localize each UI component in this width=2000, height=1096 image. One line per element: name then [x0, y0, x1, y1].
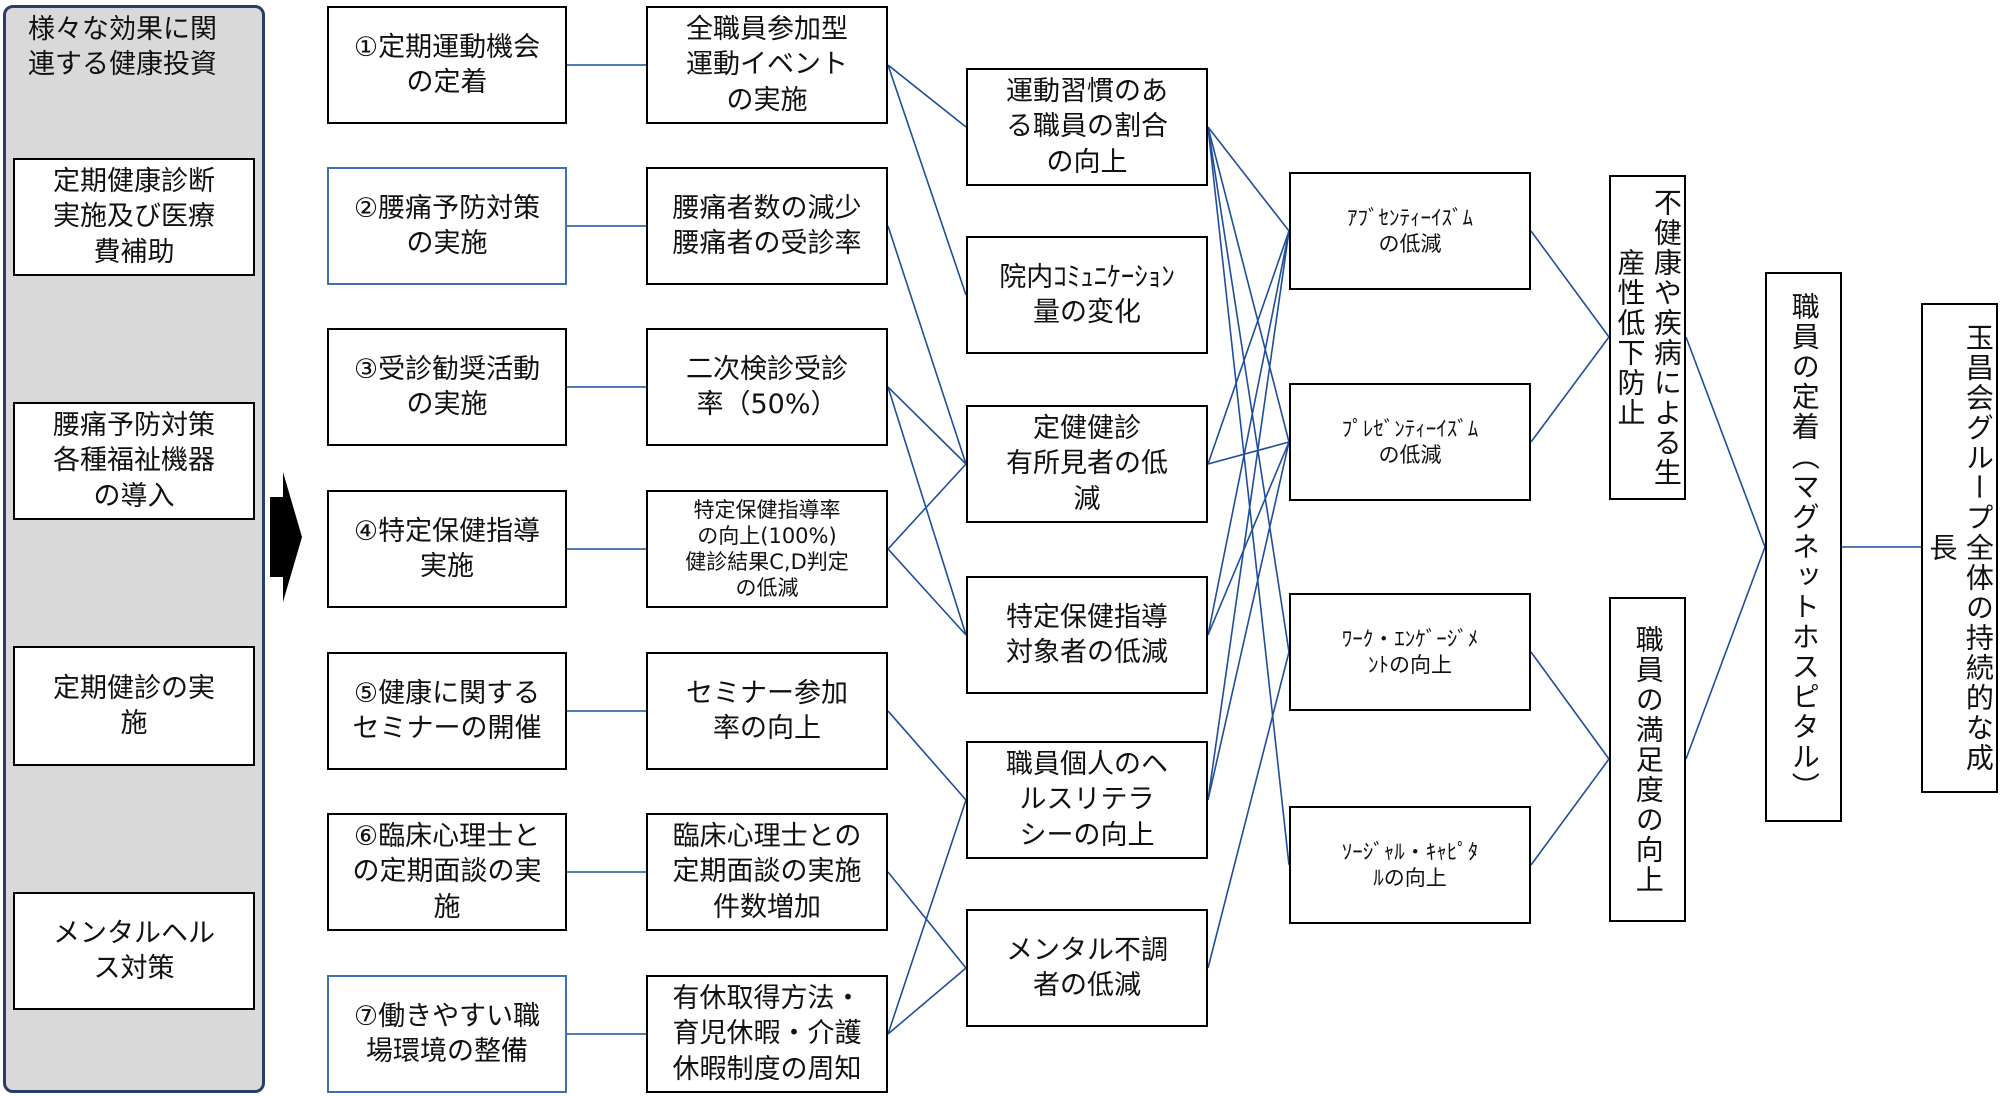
outcome-box: 運動習慣のあ る職員の割合 の向上 — [966, 68, 1208, 186]
connector-line — [1530, 230, 1610, 338]
measure-box: ④特定保健指導 実施 — [327, 490, 567, 608]
outcome-box: 定健健診 有所見者の低 減 — [966, 405, 1208, 523]
final-goal-box: 玉昌会グループ全体の持続的な成長 — [1921, 303, 1998, 793]
left-item-health-checkup: 定期健康診断 実施及び医療 費補助 — [13, 158, 255, 276]
kpi-box: 腰痛者数の減少 腰痛者の受診率 — [646, 167, 888, 285]
measure-box: ⑥臨床心理士と の定期面談の実 施 — [327, 813, 567, 931]
connector-line — [1530, 651, 1610, 760]
connector-line — [1685, 336, 1766, 548]
retention-box: 職員の定着（マグネットホスピタル） — [1765, 272, 1842, 822]
connector-line — [1530, 336, 1610, 443]
measure-box: ①定期運動機会 の定着 — [327, 6, 567, 124]
kpi-box: セミナー参加 率の向上 — [646, 652, 888, 770]
connector-line — [887, 225, 967, 465]
connector-line — [887, 871, 967, 969]
right-arrow-icon — [270, 472, 302, 602]
connector-line — [1207, 126, 1290, 232]
connector-line — [1207, 651, 1290, 969]
connector-line — [1207, 441, 1290, 465]
left-item-regular-checkup: 定期健診の実 施 — [13, 646, 255, 766]
left-item-mental-health: メンタルヘル ス対策 — [13, 892, 255, 1010]
connector-line — [1207, 441, 1290, 636]
kpi-box: 臨床心理士との 定期面談の実施 件数増加 — [646, 813, 888, 931]
connector-line — [1207, 126, 1290, 443]
connector-line — [887, 799, 967, 1035]
connector-line — [1207, 230, 1290, 465]
connector-line — [1207, 441, 1290, 801]
connector-line — [887, 64, 967, 296]
outcome-box: メンタル不調 者の低減 — [966, 909, 1208, 1027]
connector-line — [887, 64, 967, 128]
kpi-box: 二次検診受診 率（50%） — [646, 328, 888, 446]
connector-line — [1207, 230, 1290, 801]
connector-line — [1207, 126, 1290, 653]
indicator-box: ﾜｰｸ・ｴﾝｹﾞｰｼﾞﾒ ﾝﾄの向上 — [1289, 593, 1531, 711]
connector-line — [887, 548, 967, 636]
goal-productivity: 不健康や疾病による生産性低下防止 — [1609, 175, 1686, 500]
connector-line — [887, 967, 967, 1035]
connector-line — [1207, 230, 1290, 636]
outcome-box: 特定保健指導 対象者の低減 — [966, 576, 1208, 694]
connector-line — [887, 463, 967, 550]
left-panel-title: 様々な効果に関 連する健康投資 — [28, 14, 217, 81]
connector-line — [1207, 126, 1290, 866]
outcome-box: 職員個人のヘ ルスリテラ シーの向上 — [966, 741, 1208, 859]
indicator-box: ｱﾌﾞｾﾝﾃｨｰｲｽﾞﾑ の低減 — [1289, 172, 1531, 290]
kpi-box: 全職員参加型 運動イベント の実施 — [646, 6, 888, 124]
left-item-backpain: 腰痛予防対策 各種福祉機器 の導入 — [13, 402, 255, 520]
indicator-box: ﾌﾟﾚｾﾞﾝﾃｨｰｲｽﾞﾑ の低減 — [1289, 383, 1531, 501]
indicator-box: ｿｰｼﾞｬﾙ・ｷｬﾋﾟﾀ ﾙの向上 — [1289, 806, 1531, 924]
measure-box: ⑤健康に関する セミナーの開催 — [327, 652, 567, 770]
measure-box: ③受診勧奨活動 の実施 — [327, 328, 567, 446]
connector-line — [887, 386, 967, 636]
connector-line — [887, 386, 967, 465]
connector-line — [1530, 758, 1610, 866]
kpi-box: 有休取得方法・ 育児休暇・介護 休暇制度の周知 — [646, 975, 888, 1093]
connector-line — [1685, 546, 1766, 760]
outcome-box: 院内ｺﾐｭﾆｹｰｼｮﾝ 量の変化 — [966, 236, 1208, 354]
measure-box: ②腰痛予防対策 の実施 — [327, 167, 567, 285]
connector-line — [887, 710, 967, 801]
goal-satisfaction: 職員の満足度の向上 — [1609, 597, 1686, 922]
kpi-box: 特定保健指導率 の向上(100%) 健診結果C,D判定 の低減 — [646, 490, 888, 608]
measure-box: ⑦働きやすい職 場環境の整備 — [327, 975, 567, 1093]
